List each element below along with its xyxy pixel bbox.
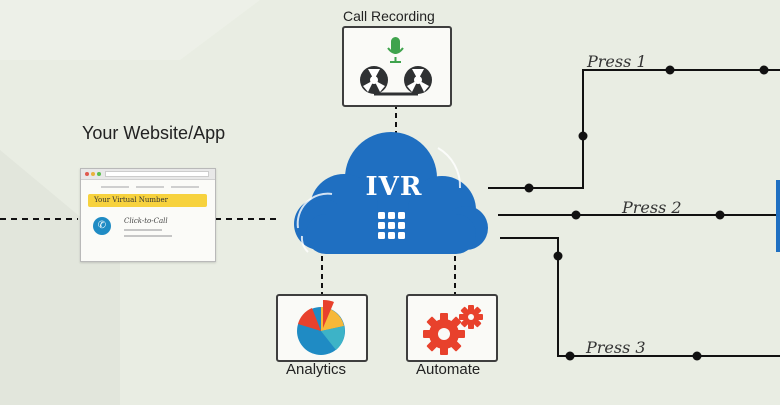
pie-chart-icon [297, 299, 345, 355]
node [665, 65, 675, 75]
nav-line [101, 186, 129, 188]
ivr-cloud-icon [294, 132, 488, 254]
branch-press-1 [488, 69, 780, 189]
website-app-title: Your Website/App [82, 123, 226, 143]
node [715, 210, 725, 220]
press-1-label: Press 1 [587, 52, 647, 71]
node [692, 351, 702, 361]
minimize-dot-icon [91, 172, 95, 176]
ivr-label: IVR [365, 172, 423, 202]
microphone-icon [387, 37, 404, 63]
automate-box [406, 294, 498, 362]
tape-recorder-icon [360, 37, 432, 96]
virtual-number-bar: Your Virtual Number [88, 194, 207, 207]
tape-reel-icon [404, 66, 432, 94]
gears-icon [423, 305, 483, 355]
browser-bar [81, 169, 215, 180]
press-3-label: Press 3 [586, 338, 646, 357]
close-dot-icon [85, 172, 89, 176]
address-bar [105, 171, 209, 177]
tape-reel-icon [360, 66, 388, 94]
call-recording-box [342, 26, 452, 107]
node [571, 210, 581, 220]
click-to-call-text: Click-to-Call [124, 217, 168, 225]
node [553, 251, 563, 261]
phone-icon: ✆ [93, 217, 111, 235]
node [759, 65, 769, 75]
call-recording-title: Call Recording [343, 8, 435, 24]
press-2-label: Press 2 [622, 198, 682, 217]
analytics-box [276, 294, 368, 362]
website-mockup: Your Virtual Number ✆ Click-to-Call [80, 168, 216, 262]
node [578, 131, 588, 141]
nav-line [171, 186, 199, 188]
maximize-dot-icon [97, 172, 101, 176]
node [524, 183, 534, 193]
analytics-label: Analytics [286, 361, 347, 378]
nav-line [136, 186, 164, 188]
keypad-icon [378, 212, 405, 239]
branch-press-3 [500, 237, 780, 357]
node [565, 351, 575, 361]
content-line [124, 229, 162, 231]
content-line [124, 235, 172, 237]
right-edge-target [776, 180, 780, 252]
automate-label: Automate [416, 361, 481, 378]
